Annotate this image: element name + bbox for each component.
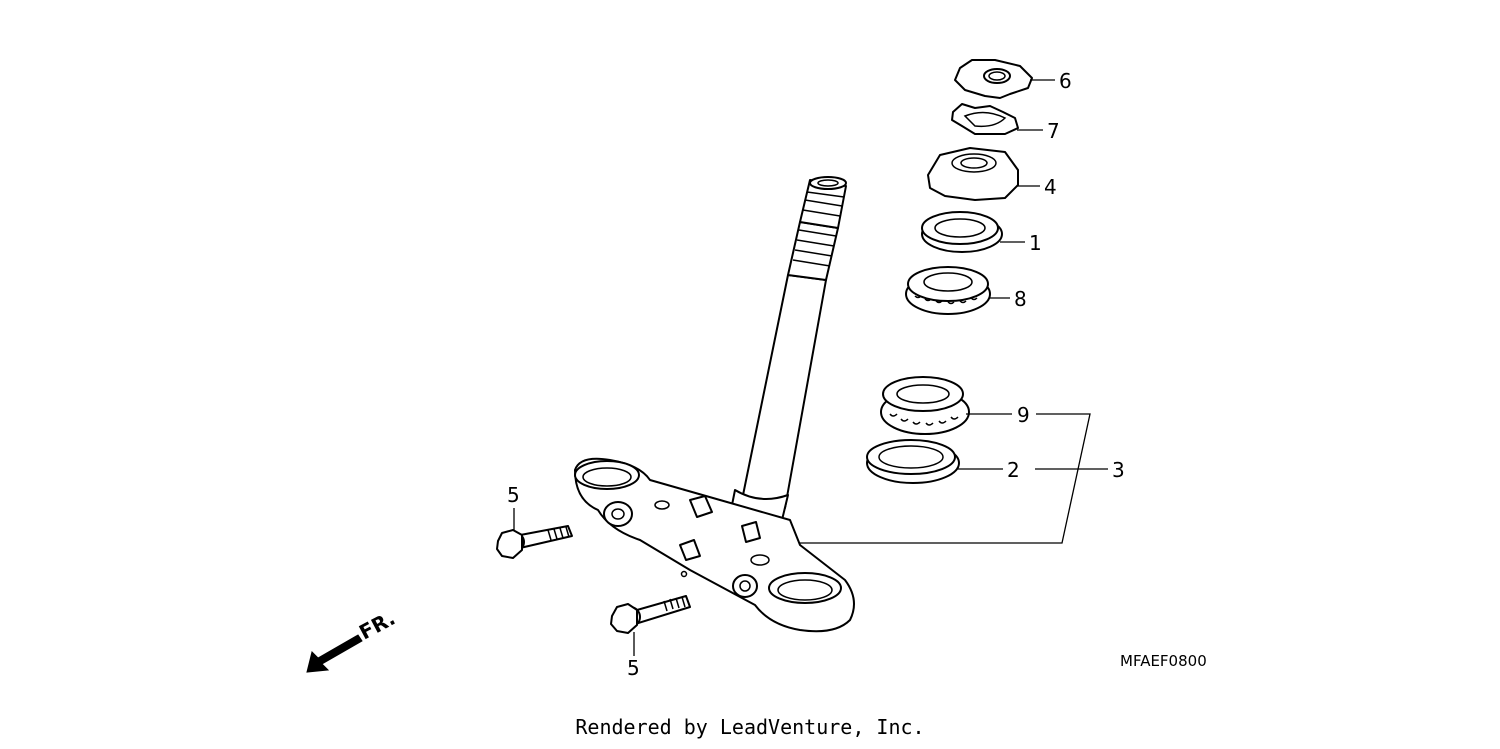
part-5-bolt-upper[interactable]: [496, 525, 573, 559]
callout-5-lower: 5: [627, 656, 640, 680]
part-6-lock-nut[interactable]: [954, 59, 1033, 99]
callout-8: 8: [1014, 287, 1027, 311]
callout-7: 7: [1047, 119, 1060, 143]
part-8-upper-bearing[interactable]: [905, 266, 991, 315]
callout-6: 6: [1059, 69, 1072, 93]
callout-9: 9: [1017, 403, 1030, 427]
part-9-lower-bearing[interactable]: [880, 376, 970, 435]
front-direction-label: FR.: [355, 606, 399, 645]
callout-5-upper: 5: [507, 483, 520, 507]
callout-2: 2: [1007, 458, 1020, 482]
part-5-bolt-lower[interactable]: [610, 595, 691, 634]
part-2-lower-race[interactable]: [866, 439, 960, 484]
callout-4: 4: [1044, 175, 1057, 199]
part-1-dust-seal[interactable]: [921, 211, 1003, 253]
diagram-code: MFAEF0800: [1120, 652, 1207, 670]
bottom-bridge[interactable]: [574, 457, 855, 633]
callout-3: 3: [1112, 458, 1125, 482]
leader-lines: [513, 79, 1108, 656]
steering-stem[interactable]: [729, 176, 847, 525]
front-direction-arrow-icon: FR.: [306, 606, 399, 673]
callout-1: 1: [1029, 231, 1042, 255]
part-7-lock-washer[interactable]: [951, 103, 1019, 135]
part-4-adjusting-nut[interactable]: [927, 147, 1019, 201]
footer-credit: Rendered by LeadVenture, Inc.: [575, 715, 925, 739]
